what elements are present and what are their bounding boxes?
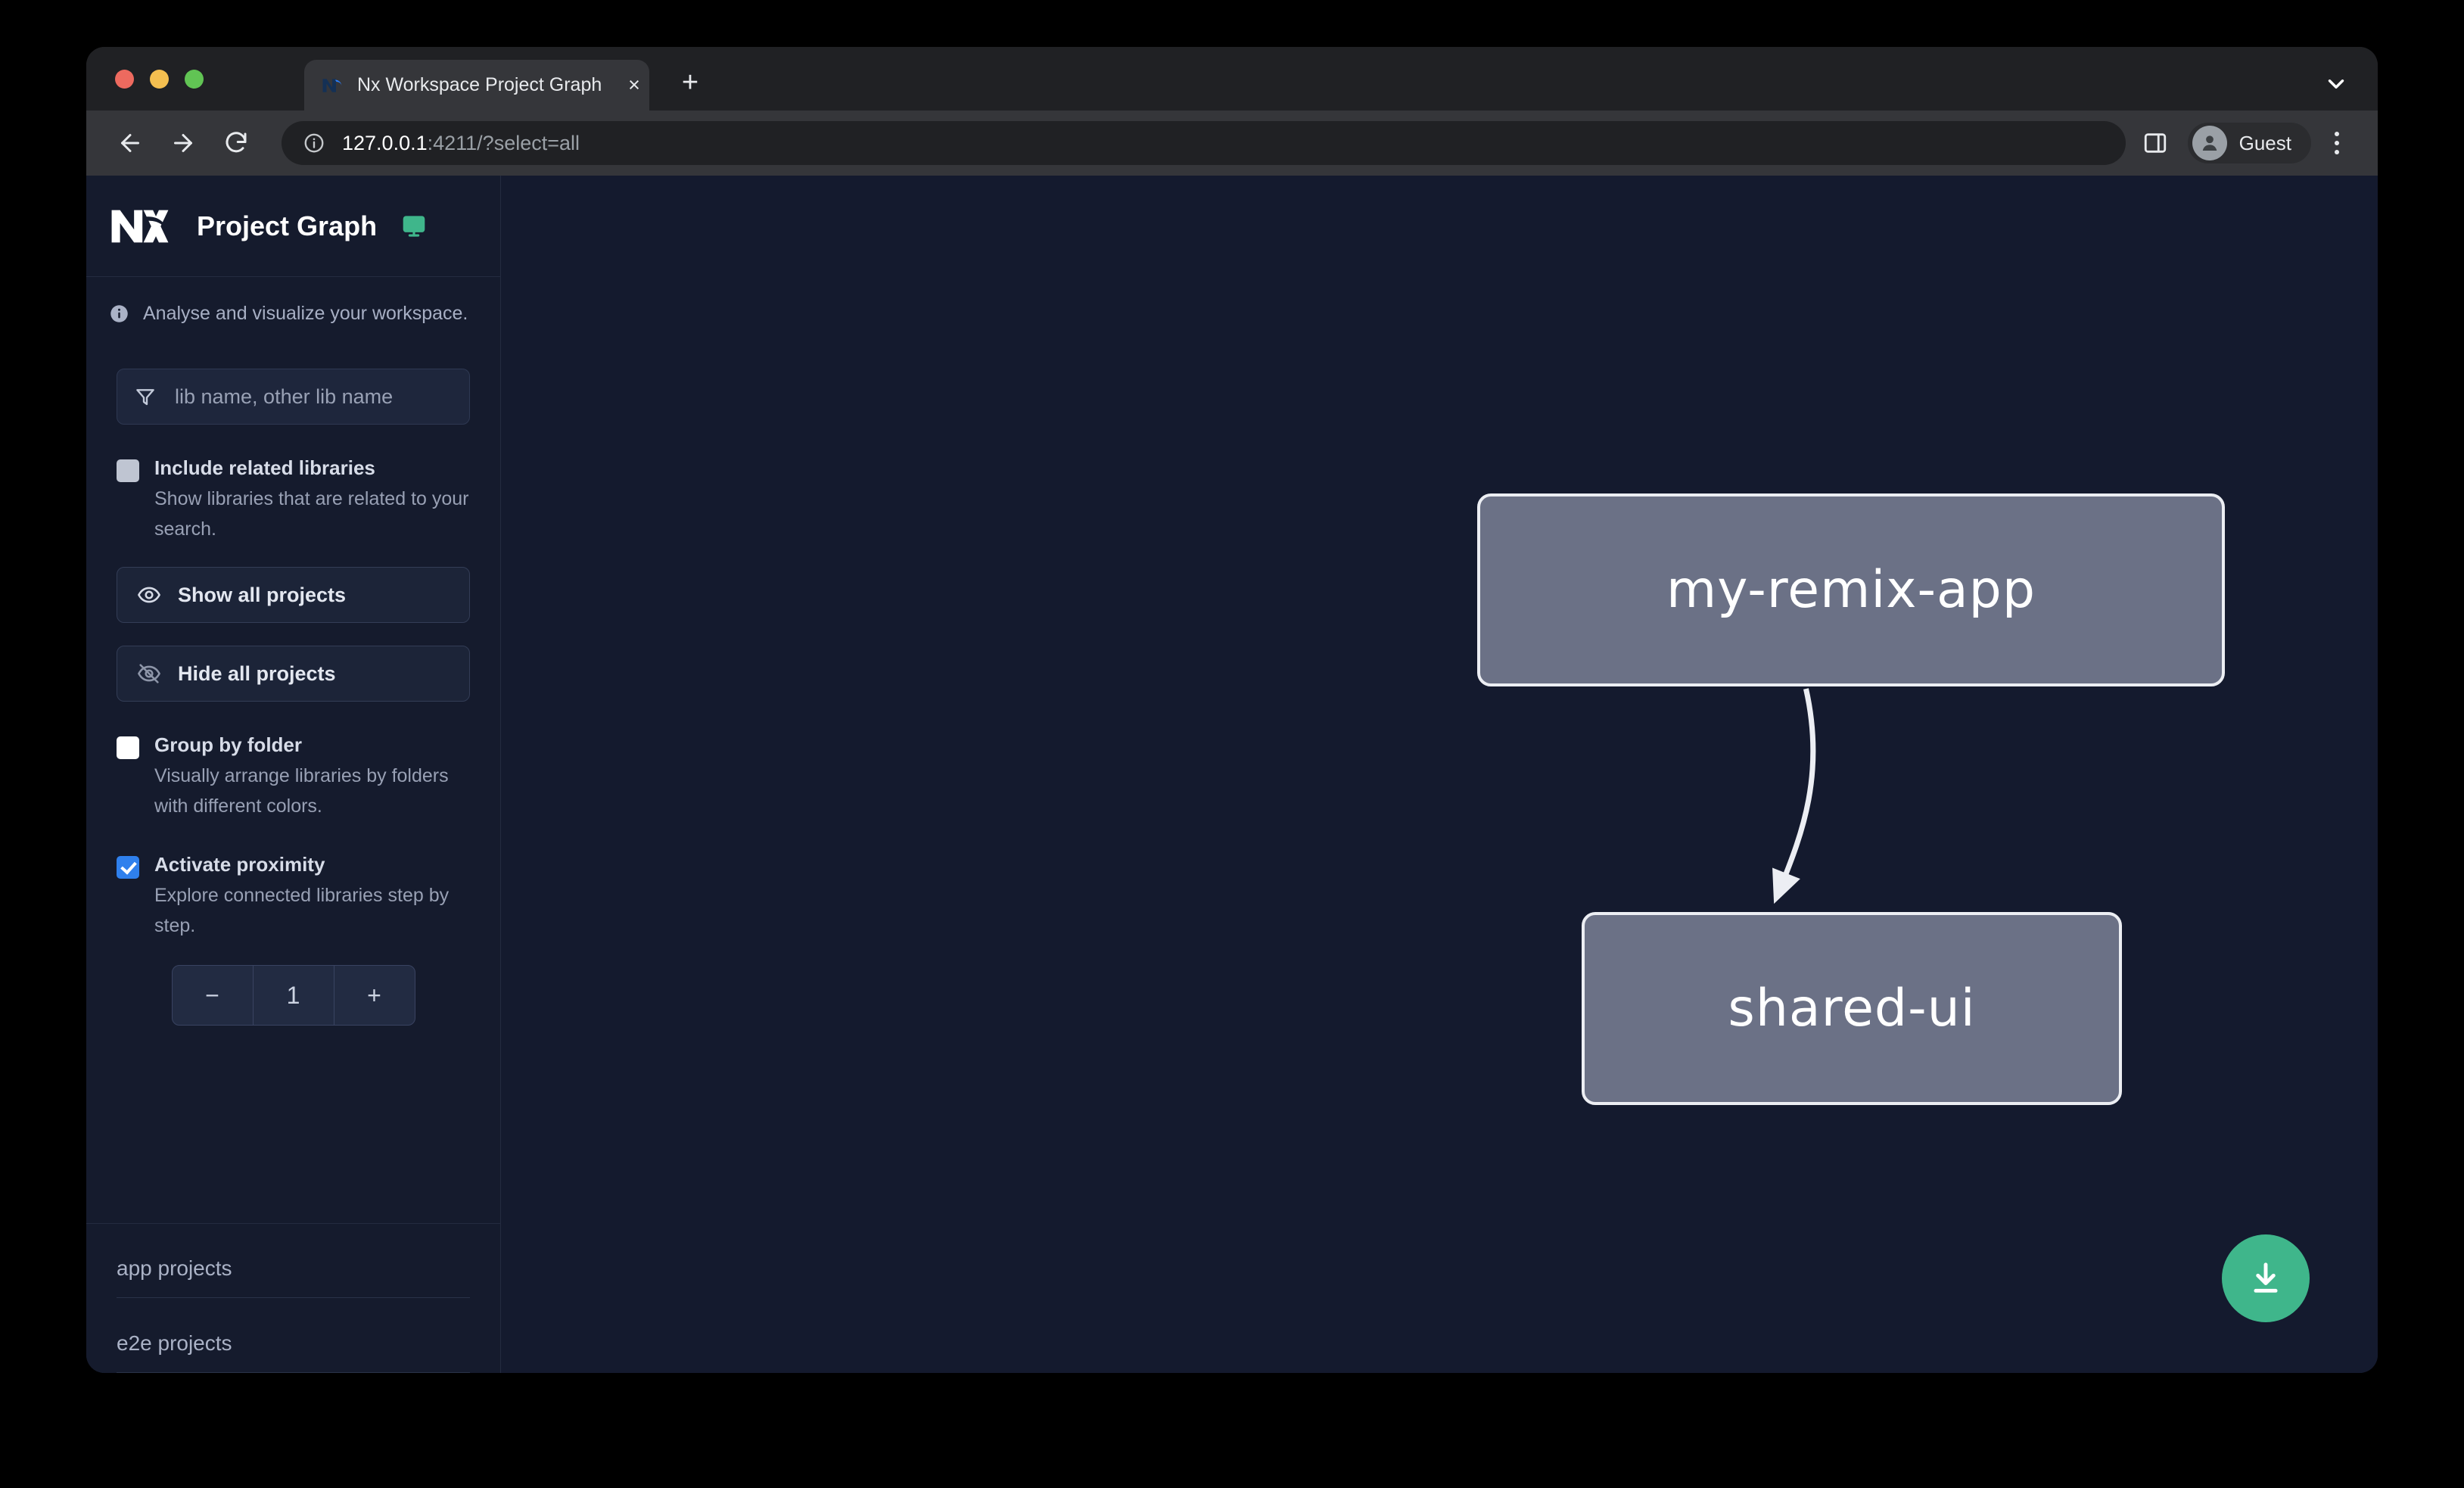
arrow-right-icon — [174, 134, 192, 152]
button-label: Show all projects — [178, 583, 347, 606]
option-label: Activate proximity — [154, 853, 325, 876]
graph-edge-my-remix-app-to-shared-ui — [1772, 688, 1816, 904]
checkbox-group-by-folder[interactable] — [117, 736, 139, 759]
back-button[interactable] — [114, 126, 147, 160]
nx-favicon-icon — [322, 78, 342, 92]
filter-input-wrapper[interactable] — [117, 369, 470, 425]
section-e2e-projects[interactable]: e2e projects — [117, 1298, 470, 1373]
project-graph-canvas[interactable]: my-remix-app shared-ui — [501, 176, 2378, 1373]
browser-tab[interactable]: Nx Workspace Project Graph × — [304, 60, 649, 111]
monitor-icon[interactable] — [401, 213, 427, 239]
tab-close-icon[interactable]: × — [628, 73, 640, 96]
user-icon — [2202, 135, 2217, 151]
project-sections: app projects e2e projects — [86, 1223, 500, 1373]
maximize-window-button[interactable] — [185, 70, 204, 89]
sidebar-header: Project Graph — [86, 176, 500, 277]
info-icon — [110, 305, 128, 322]
option-description: Show libraries that are related to your … — [154, 488, 469, 540]
profile-name: Guest — [2238, 131, 2291, 154]
page-title: Project Graph — [197, 210, 378, 241]
url-host: 127.0.0.1 — [342, 131, 428, 154]
page-content: Project Graph Analyse and visualize your… — [86, 176, 2378, 1373]
proximity-decrement-button[interactable]: − — [205, 981, 219, 1009]
browser-menu-button[interactable] — [2323, 126, 2350, 160]
graph-node-shared-ui[interactable]: shared-ui — [1582, 912, 2122, 1105]
browser-toolbar: 127.0.0.1:4211/?select=all Guest — [86, 111, 2378, 176]
kebab-dot — [2335, 141, 2339, 145]
sidebar-subtitle: Analyse and visualize your workspace. — [143, 303, 468, 324]
section-app-projects[interactable]: app projects — [117, 1223, 470, 1298]
window-traffic-lights — [115, 70, 204, 89]
address-bar-text: 127.0.0.1:4211/?select=all — [342, 132, 580, 155]
browser-tab-strip: Nx Workspace Project Graph × + — [86, 47, 2378, 111]
close-window-button[interactable] — [115, 70, 134, 89]
proximity-stepper: − 1 + — [171, 965, 415, 1026]
site-info-icon[interactable] — [303, 132, 325, 154]
minimize-window-button[interactable] — [150, 70, 169, 89]
reload-icon — [226, 132, 247, 153]
sidebar: Project Graph Analyse and visualize your… — [86, 176, 501, 1373]
kebab-dot — [2335, 150, 2339, 154]
profile-button[interactable]: Guest — [2187, 123, 2311, 163]
section-title: app projects — [117, 1256, 232, 1280]
reload-button[interactable] — [219, 126, 253, 160]
sidebar-subtitle-row: Analyse and visualize your workspace. — [86, 277, 500, 325]
checkbox-activate-proximity[interactable] — [117, 856, 139, 879]
search-input[interactable] — [173, 384, 453, 409]
download-graph-button[interactable] — [2222, 1234, 2310, 1322]
side-panel-icon[interactable] — [2142, 130, 2168, 156]
proximity-value: 1 — [252, 966, 334, 1025]
option-description: Explore connected libraries step by step… — [154, 885, 450, 936]
address-bar[interactable]: 127.0.0.1:4211/?select=all — [282, 121, 2126, 165]
graph-node-label: shared-ui — [1728, 979, 1976, 1038]
browser-window: Nx Workspace Project Graph × + — [86, 47, 2378, 1373]
graph-node-my-remix-app[interactable]: my-remix-app — [1477, 493, 2225, 686]
chevron-down-icon[interactable] — [2323, 71, 2349, 97]
eye-off-icon — [137, 664, 161, 683]
proximity-increment-button[interactable]: + — [333, 966, 415, 1025]
eye-icon — [137, 587, 161, 603]
hide-all-projects-button[interactable]: Hide all projects — [117, 646, 470, 702]
button-label: Hide all projects — [178, 662, 336, 685]
option-include-related-libraries[interactable]: Include related libraries Show libraries… — [86, 455, 500, 544]
show-all-projects-button[interactable]: Show all projects — [117, 567, 470, 623]
option-label: Include related libraries — [154, 456, 375, 479]
option-activate-proximity[interactable]: Activate proximity Explore connected lib… — [86, 851, 500, 941]
avatar — [2192, 126, 2227, 160]
checkbox-include-related-libraries[interactable] — [117, 459, 139, 482]
nx-logo-icon — [111, 210, 169, 242]
graph-edges — [1772, 688, 1816, 904]
filter-icon — [136, 389, 154, 406]
option-description: Visually arrange libraries by folders wi… — [154, 765, 449, 817]
forward-button[interactable] — [166, 126, 200, 160]
divider — [86, 1223, 500, 1224]
new-tab-button[interactable]: + — [681, 67, 699, 98]
kebab-dot — [2335, 132, 2339, 136]
url-path: :4211/?select=all — [427, 131, 580, 154]
arrow-left-icon — [121, 134, 139, 152]
graph-node-label: my-remix-app — [1666, 560, 2036, 620]
option-group-by-folder[interactable]: Group by folder Visually arrange librari… — [86, 732, 500, 821]
browser-tab-title: Nx Workspace Project Graph — [357, 74, 602, 95]
download-icon — [2254, 1262, 2278, 1293]
option-label: Group by folder — [154, 733, 302, 756]
section-title: e2e projects — [117, 1331, 232, 1355]
